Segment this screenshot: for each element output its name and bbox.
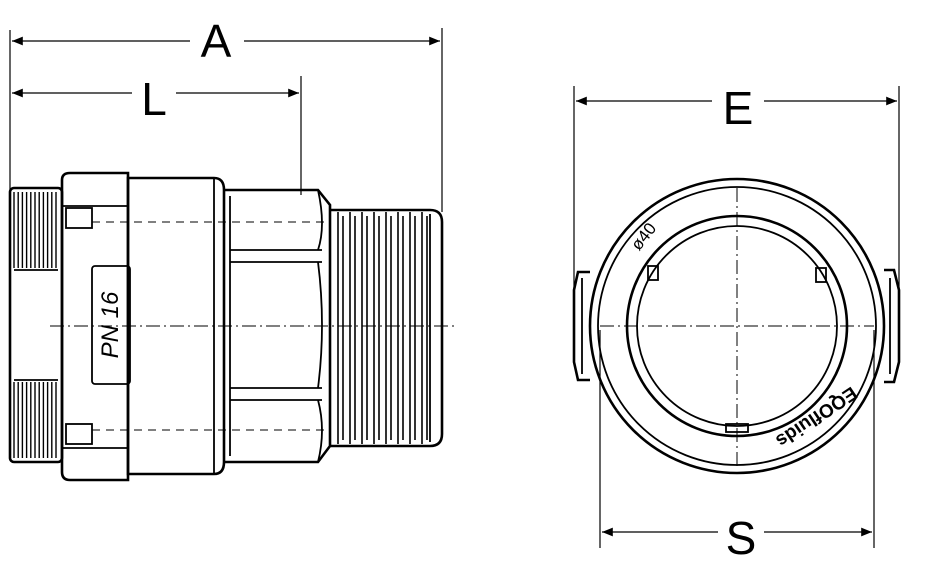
front-view: E S ø40 EQOflu	[572, 82, 901, 564]
knurled-grip	[8, 186, 64, 464]
outer-ring	[588, 177, 886, 475]
dimension-l-label: L	[141, 73, 167, 125]
nut-body: PN 16	[60, 171, 131, 482]
dimension-s: S	[599, 330, 875, 564]
pressure-rating-label: PN 16	[97, 291, 124, 358]
dimension-e: E	[573, 82, 900, 325]
side-view: A L PN 16	[8, 15, 458, 482]
dimension-e-label: E	[723, 82, 754, 134]
threaded-end	[330, 208, 444, 448]
notch-right	[815, 267, 827, 283]
notch-left	[647, 265, 659, 281]
right-lug	[884, 268, 901, 384]
dimension-l: L	[11, 73, 302, 195]
dimension-s-label: S	[726, 512, 757, 564]
dimension-a: A	[9, 15, 443, 212]
dimension-a-label: A	[201, 15, 232, 67]
left-lug	[572, 270, 590, 382]
